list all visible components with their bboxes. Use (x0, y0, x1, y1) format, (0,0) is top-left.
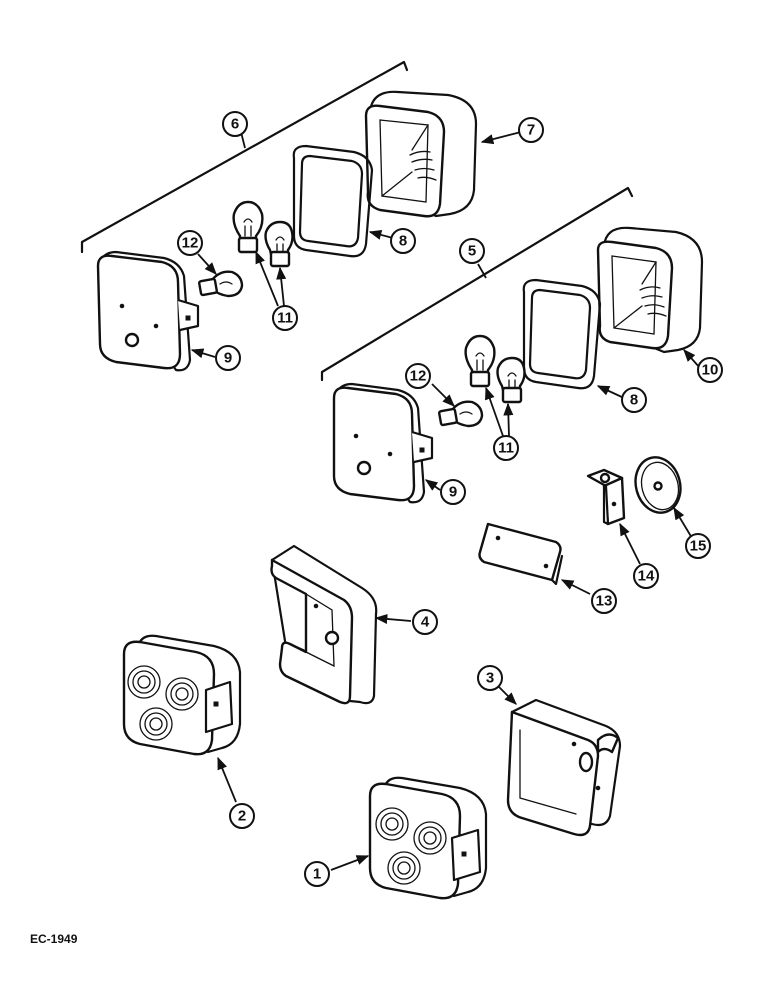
figure-code: EC-1949 (30, 932, 78, 946)
bulb-12-upper (198, 270, 244, 298)
svg-text:11: 11 (277, 310, 293, 327)
leader-lines (190, 131, 701, 871)
assembly-bracket-5 (320, 186, 634, 382)
svg-text:10: 10 (702, 362, 719, 379)
svg-text:3: 3 (486, 670, 494, 687)
callout-4: 4 (412, 609, 438, 635)
callout-7: 7 (518, 117, 544, 143)
callout-3: 3 (477, 665, 503, 691)
bulbs-11-lower (464, 334, 526, 404)
svg-text:5: 5 (468, 243, 476, 260)
svg-text:9: 9 (449, 484, 457, 501)
svg-text:13: 13 (596, 593, 613, 610)
guard-3 (506, 698, 622, 837)
callout-5: 5 (459, 238, 485, 264)
callout-12-upper: 12 (177, 230, 203, 256)
housing-9-upper (96, 250, 200, 372)
svg-text:12: 12 (182, 235, 199, 252)
svg-text:11: 11 (498, 440, 514, 457)
callout-9-lower: 9 (440, 479, 466, 505)
callout-1: 1 (304, 861, 330, 887)
guard-4 (270, 544, 378, 705)
callout-8-upper: 8 (390, 228, 416, 254)
lens-10 (596, 226, 704, 354)
gasket-8-lower (522, 278, 602, 390)
callout-9-upper: 9 (215, 345, 241, 371)
lens-7 (364, 90, 478, 218)
callout-2: 2 (229, 803, 255, 829)
svg-text:4: 4 (421, 614, 430, 631)
svg-text:8: 8 (399, 233, 407, 250)
svg-text:9: 9 (224, 350, 232, 367)
callout-13: 13 (591, 588, 617, 614)
svg-text:6: 6 (231, 116, 239, 133)
callout-14: 14 (633, 563, 659, 589)
svg-text:2: 2 (238, 808, 246, 825)
callout-10: 10 (697, 357, 723, 383)
callout-11-lower: 11 (493, 435, 519, 461)
callout-8-lower: 8 (621, 387, 647, 413)
callout-15: 15 (685, 533, 711, 559)
bulbs-11-upper (232, 200, 294, 268)
bulb-12-lower (438, 400, 484, 428)
callout-12-lower: 12 (405, 363, 431, 389)
work-lamp-1 (368, 776, 488, 900)
svg-text:1: 1 (313, 866, 321, 883)
svg-text:8: 8 (630, 392, 638, 409)
svg-text:7: 7 (527, 122, 535, 139)
svg-text:15: 15 (690, 538, 707, 555)
gasket-8-upper (292, 144, 374, 258)
round-reflector-15 (634, 456, 682, 514)
svg-text:14: 14 (638, 568, 655, 585)
work-lamp-2 (122, 634, 242, 756)
bracket-14 (586, 468, 626, 526)
callout-11-upper: 11 (272, 305, 298, 331)
callout-6: 6 (222, 111, 248, 137)
housing-9-lower (332, 382, 434, 504)
svg-text:12: 12 (410, 368, 427, 385)
reflector-plate-13 (478, 522, 564, 586)
